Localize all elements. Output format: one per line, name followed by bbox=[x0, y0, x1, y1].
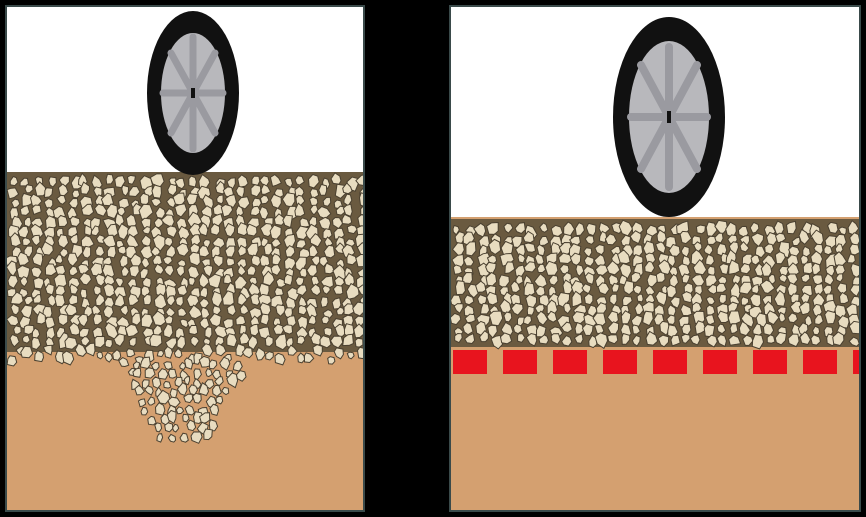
stone bbox=[453, 265, 462, 274]
stone bbox=[58, 314, 67, 326]
stone bbox=[696, 225, 705, 234]
stone bbox=[322, 316, 330, 324]
separator-segment bbox=[603, 350, 637, 374]
stone bbox=[299, 305, 307, 314]
wheel-icon bbox=[613, 17, 725, 217]
stone bbox=[513, 324, 522, 334]
wheel-icon bbox=[147, 11, 239, 175]
stone bbox=[637, 294, 643, 302]
stone bbox=[501, 333, 512, 344]
stone bbox=[127, 349, 135, 357]
stone bbox=[140, 193, 149, 205]
panel-right-svg bbox=[451, 7, 859, 510]
stone bbox=[118, 246, 126, 254]
stone bbox=[168, 369, 176, 378]
panel-with-geotextile bbox=[449, 5, 861, 512]
stone bbox=[189, 325, 198, 334]
stone bbox=[261, 314, 269, 325]
stone bbox=[584, 256, 594, 266]
stone bbox=[152, 377, 160, 388]
aggregate-layer bbox=[451, 219, 859, 349]
panel-left-svg bbox=[7, 7, 363, 510]
stone bbox=[719, 294, 726, 303]
stone bbox=[72, 190, 80, 198]
stone bbox=[106, 174, 113, 184]
separator-segment bbox=[503, 350, 537, 374]
stone bbox=[204, 429, 213, 440]
stone bbox=[176, 296, 184, 306]
stone bbox=[360, 193, 364, 207]
stone bbox=[545, 261, 558, 275]
stone bbox=[189, 277, 196, 285]
stone bbox=[730, 324, 738, 334]
stone bbox=[141, 314, 153, 328]
stone bbox=[189, 176, 197, 187]
stone bbox=[321, 297, 328, 307]
stone bbox=[324, 328, 332, 337]
stone bbox=[34, 278, 44, 289]
stone bbox=[141, 407, 148, 415]
stone bbox=[150, 334, 162, 347]
stone bbox=[824, 246, 832, 255]
stone bbox=[184, 377, 189, 385]
stone bbox=[527, 306, 534, 315]
separator-segment bbox=[753, 350, 787, 374]
stone bbox=[344, 304, 354, 315]
stone bbox=[206, 369, 212, 377]
separator-segment bbox=[653, 350, 687, 374]
separator-segment bbox=[803, 350, 837, 374]
stone bbox=[284, 274, 292, 285]
stone bbox=[152, 185, 162, 198]
stone bbox=[728, 311, 741, 324]
stone bbox=[58, 216, 68, 227]
stone bbox=[205, 327, 212, 339]
stone bbox=[252, 176, 260, 185]
stone bbox=[456, 281, 466, 295]
stone bbox=[97, 352, 103, 359]
separator-segment bbox=[553, 350, 587, 374]
stone bbox=[199, 356, 210, 367]
stone bbox=[107, 246, 116, 258]
stone bbox=[265, 336, 273, 347]
stone bbox=[504, 312, 512, 322]
stone bbox=[157, 434, 163, 442]
stone bbox=[164, 381, 171, 388]
separator-segment bbox=[453, 350, 487, 374]
panel-without-geotextile bbox=[5, 5, 365, 512]
separator-segment bbox=[853, 350, 859, 374]
stone bbox=[157, 351, 163, 357]
stone bbox=[22, 335, 30, 343]
stone bbox=[767, 335, 775, 343]
stone bbox=[358, 347, 364, 358]
stone bbox=[707, 305, 715, 315]
stone bbox=[216, 396, 223, 404]
stone bbox=[704, 325, 715, 338]
stone bbox=[551, 225, 563, 236]
stone bbox=[850, 244, 859, 255]
stone bbox=[183, 414, 189, 422]
stone bbox=[250, 324, 259, 336]
stone bbox=[105, 339, 112, 348]
stone bbox=[296, 277, 304, 286]
stone bbox=[624, 281, 634, 295]
stone bbox=[14, 326, 22, 334]
stone bbox=[7, 356, 17, 366]
stone bbox=[355, 338, 363, 347]
stone bbox=[825, 311, 836, 324]
stone bbox=[612, 283, 619, 292]
stone bbox=[656, 272, 665, 282]
stone bbox=[226, 258, 234, 266]
separator-segment bbox=[703, 350, 737, 374]
stone bbox=[328, 357, 335, 364]
